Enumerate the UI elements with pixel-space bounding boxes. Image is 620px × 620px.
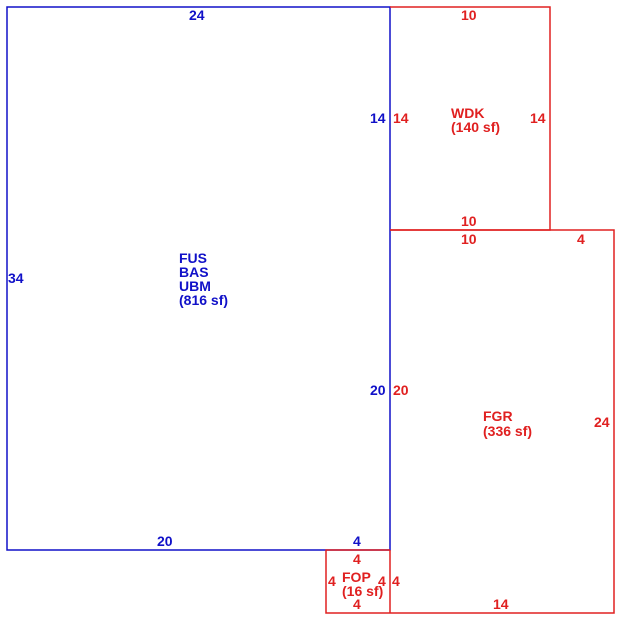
dim-fgr-top: 10 — [461, 231, 477, 247]
main-area-outline — [6, 6, 391, 551]
main-area-code-2: BAS — [179, 264, 209, 280]
fgr-outline — [390, 229, 615, 614]
dim-fgr-right: 24 — [594, 414, 610, 430]
dim-main-left: 34 — [8, 270, 24, 286]
dim-fop-right-inner: 4 — [378, 573, 386, 589]
wdk-size: (140 sf) — [451, 119, 500, 135]
fgr-code: FGR — [483, 408, 513, 424]
main-area-size: (816 sf) — [179, 292, 228, 308]
dim-wdk-top: 10 — [461, 7, 477, 23]
fop-outline — [325, 549, 390, 614]
wdk-code: WDK — [451, 105, 484, 121]
main-area-code-1: FUS — [179, 250, 207, 266]
fgr-size: (336 sf) — [483, 423, 532, 439]
dim-wdk-right: 14 — [530, 110, 546, 126]
dim-fgr-left: 20 — [393, 382, 409, 398]
dim-main-bottom-right: 4 — [353, 533, 361, 549]
dim-main-top: 24 — [189, 7, 205, 23]
dim-wdk-bottom: 10 — [461, 213, 477, 229]
dim-fop-left: 4 — [328, 573, 336, 589]
dim-main-bottom-left: 20 — [157, 533, 173, 549]
fop-size: (16 sf) — [342, 583, 383, 599]
dim-fop-right: 4 — [392, 573, 400, 589]
dim-main-right-upper: 14 — [370, 110, 386, 126]
dim-wdk-left: 14 — [393, 110, 409, 126]
main-area-code-3: UBM — [179, 278, 211, 294]
dim-fgr-top-right: 4 — [577, 231, 585, 247]
dim-fop-bottom: 4 — [353, 596, 361, 612]
dim-fgr-bottom: 14 — [493, 596, 509, 612]
fop-code: FOP — [342, 569, 371, 585]
dim-fop-top: 4 — [353, 551, 361, 567]
dim-main-right-lower: 20 — [370, 382, 386, 398]
